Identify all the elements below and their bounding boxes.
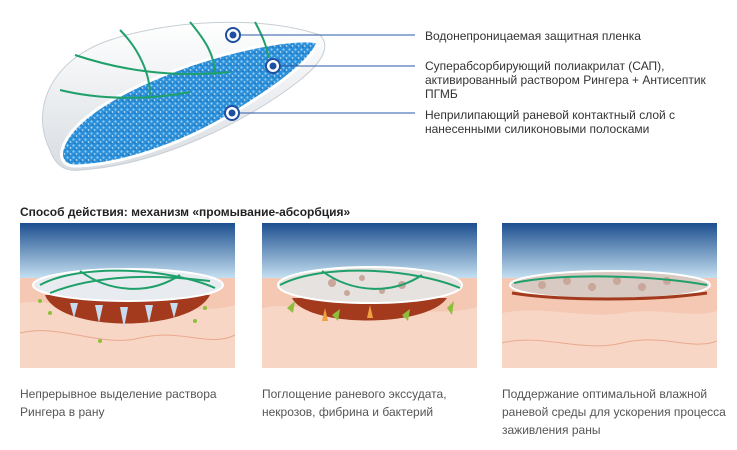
panel-rinsing xyxy=(20,223,235,368)
callout-contact-layer: Неприлипающий раневой контактный слой с … xyxy=(425,108,676,136)
caption-rinsing: Непрерывное выделение раствора Рингера в… xyxy=(20,387,217,419)
silicone-stripes xyxy=(59,21,269,99)
sap-core xyxy=(60,39,320,168)
caption-absorption: Поглощение раневого экссудата, некрозов,… xyxy=(262,387,447,419)
dressing-illustration xyxy=(42,21,415,171)
callout-lines xyxy=(239,34,415,114)
callout-sap: Суперабсорбирующий полиакрилат (САП), ак… xyxy=(425,59,706,101)
panel-moist-environment xyxy=(502,223,717,368)
section-title: Способ действия: механизм «промывание-аб… xyxy=(20,205,351,219)
callout-protective-film: Водонепроницаемая защитная пленка xyxy=(425,29,641,43)
dressing-diagram: Водонепроницаемая защитная пленка Супера… xyxy=(0,0,737,195)
panel-absorption xyxy=(262,223,477,368)
caption-moist-environment: Поддержание оптимальной влажной раневой … xyxy=(502,387,726,437)
